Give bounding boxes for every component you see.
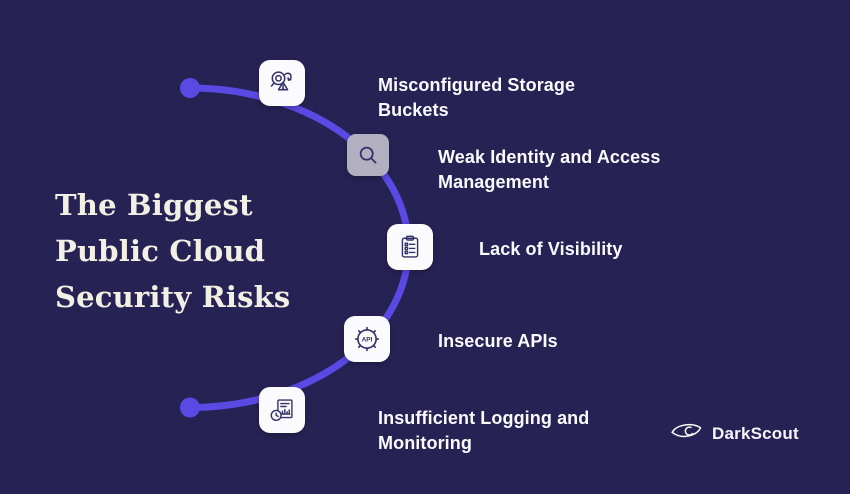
log-report-clock-icon [268,396,296,424]
brand-name: DarkScout [712,424,799,443]
icon-box-misconfigured-storage [259,60,305,106]
arc-start-dot [180,78,200,98]
api-gear-icon: API [352,324,382,354]
search-icon [355,142,381,168]
page-title-line-2: Public Cloud [55,234,266,268]
risk-label-weak-iam: Weak Identity and Access Management [438,147,661,192]
risk-label-insecure-apis: Insecure APIs [438,331,558,351]
api-gear-icon-text: API [362,336,373,343]
risk-label-lack-of-visibility: Lack of Visibility [479,239,623,259]
risk-label-insufficient-logging: Insufficient Logging and Monitoring [378,408,590,453]
icon-box-insufficient-logging [259,387,305,433]
arc-end-dot [180,397,200,418]
icon-box-weak-iam [347,134,389,176]
icon-box-lack-of-visibility [387,224,433,270]
eye-orbit-icon [670,420,703,448]
risk-label-misconfigured-storage: Misconfigured Storage Buckets [378,75,576,120]
clipboard-checklist-icon [396,233,424,261]
page-title-line-1: The Biggest [55,188,253,222]
page-title-line-3: Security Risks [55,280,291,314]
icon-box-insecure-apis: API [344,316,390,362]
page-title: The Biggest Public Cloud Security Risks [55,182,290,320]
bucket-misconfig-warning-icon [268,69,296,97]
brand-logo: DarkScout [670,420,799,448]
